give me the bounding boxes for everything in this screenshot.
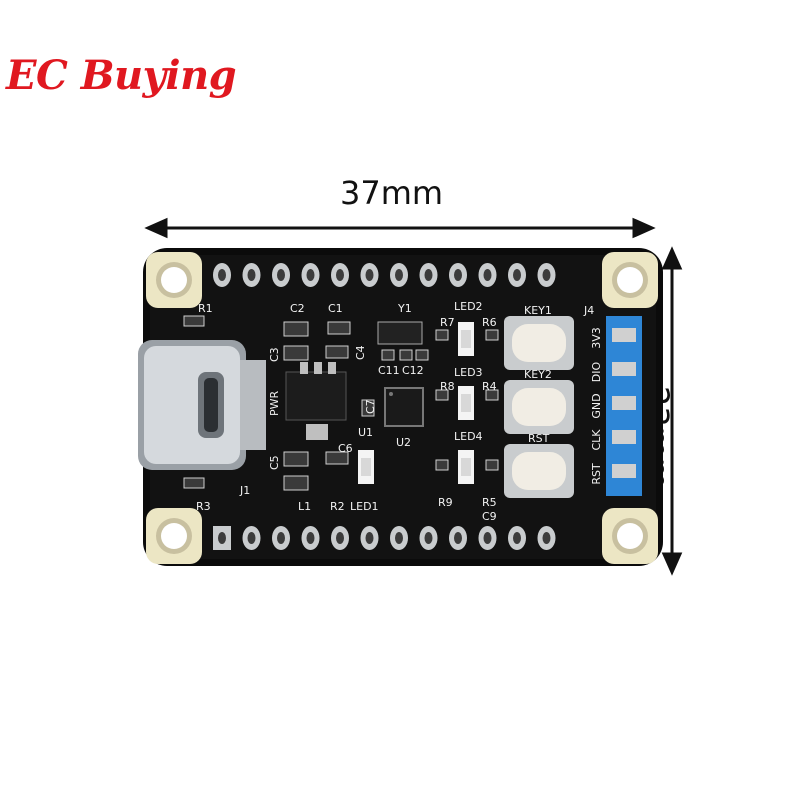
pin-label-gnd: GND <box>590 393 603 418</box>
silk-r1: R1 <box>198 302 213 315</box>
pad-hole <box>277 532 285 544</box>
pcb-board: R1 R3 J1 C2 C1 Y1 LED2 R7 R6 KEY1 J4 LED… <box>138 248 663 566</box>
height-arrow <box>661 246 683 576</box>
pad-hole <box>395 532 403 544</box>
pad-hole <box>424 532 433 544</box>
led-indicator <box>358 450 374 484</box>
pad-hole <box>424 269 433 281</box>
pad-hole <box>542 269 551 281</box>
silk-r6: R6 <box>482 316 497 329</box>
led-indicator <box>458 322 474 356</box>
pin-label-dio: DIO <box>590 361 603 382</box>
mounting-hole <box>146 252 202 308</box>
silk-r7: R7 <box>440 316 455 329</box>
silk-j4: J4 <box>583 304 594 317</box>
mounting-hole <box>602 252 658 308</box>
pad-hole <box>395 269 403 281</box>
silk-r9: R9 <box>438 496 453 509</box>
silk-l1: L1 <box>298 500 311 513</box>
pad-hole <box>247 269 256 281</box>
brand-logo: EC Buying <box>6 52 237 99</box>
pad-hole <box>483 269 492 281</box>
pad-hole <box>483 532 492 544</box>
key1-button[interactable] <box>504 316 574 370</box>
pad-hole <box>365 532 374 544</box>
usb-c-connector <box>138 340 266 470</box>
smd-components <box>183 315 499 491</box>
silk-c2: C2 <box>290 302 305 315</box>
pad-hole <box>218 269 226 281</box>
silk-c9: C9 <box>482 510 497 523</box>
pad-hole <box>542 532 551 544</box>
mounting-hole <box>602 508 658 564</box>
microcontroller-chip <box>384 387 424 427</box>
pad-hole <box>306 532 315 544</box>
pin-label-rst: RST <box>590 463 603 485</box>
silk-r8: R8 <box>440 380 455 393</box>
width-arrow <box>144 217 656 239</box>
silk-c1: C1 <box>328 302 343 315</box>
pad-hole <box>454 269 462 281</box>
key2-button[interactable] <box>504 380 574 434</box>
silk-c7: C7 <box>364 399 377 414</box>
silk-led2: LED2 <box>454 300 483 313</box>
crystal-oscillator <box>377 321 423 345</box>
silk-pwr: PWR <box>268 390 281 416</box>
bottom-pin-row <box>213 526 556 550</box>
silk-led4: LED4 <box>454 430 483 443</box>
pad-hole <box>277 269 285 281</box>
silk-c5: C5 <box>268 455 281 470</box>
silk-r5: R5 <box>482 496 497 509</box>
silk-led1: LED1 <box>350 500 379 513</box>
top-pin-row <box>213 263 556 287</box>
led-indicator <box>458 386 474 420</box>
width-dimension-label: 37mm <box>340 174 444 212</box>
silk-key1: KEY1 <box>524 304 552 317</box>
silk-led3: LED3 <box>454 366 483 379</box>
silk-r2: R2 <box>330 500 345 513</box>
blue-pin-header <box>606 316 642 496</box>
silk-y1: Y1 <box>397 302 412 315</box>
silk-key2: KEY2 <box>524 368 552 381</box>
silk-c3: C3 <box>268 347 281 362</box>
silk-u1: U1 <box>358 426 373 439</box>
pad-hole <box>513 532 521 544</box>
mounting-hole <box>146 508 202 564</box>
silk-rst-key: RST <box>528 432 550 445</box>
rst-button[interactable] <box>504 444 574 498</box>
pad-hole <box>365 269 374 281</box>
silk-c12: C12 <box>402 364 424 377</box>
pin-label-clk: CLK <box>590 429 603 451</box>
pad-hole <box>513 269 521 281</box>
pad-hole <box>336 269 344 281</box>
pad-hole <box>336 532 344 544</box>
silk-c4: C4 <box>354 345 367 360</box>
voltage-regulator-chip <box>285 362 347 440</box>
silk-c11: C11 <box>378 364 400 377</box>
pad-hole <box>247 532 256 544</box>
silk-u2: U2 <box>396 436 411 449</box>
silk-c6: C6 <box>338 442 353 455</box>
silk-r3: R3 <box>196 500 211 513</box>
silk-j1: J1 <box>239 484 250 497</box>
pad-hole <box>218 532 226 544</box>
pad-hole <box>306 269 315 281</box>
pin-label-3v3: 3V3 <box>590 327 603 349</box>
pad-hole <box>454 532 462 544</box>
led-indicator <box>458 450 474 484</box>
silk-r4: R4 <box>482 380 497 393</box>
